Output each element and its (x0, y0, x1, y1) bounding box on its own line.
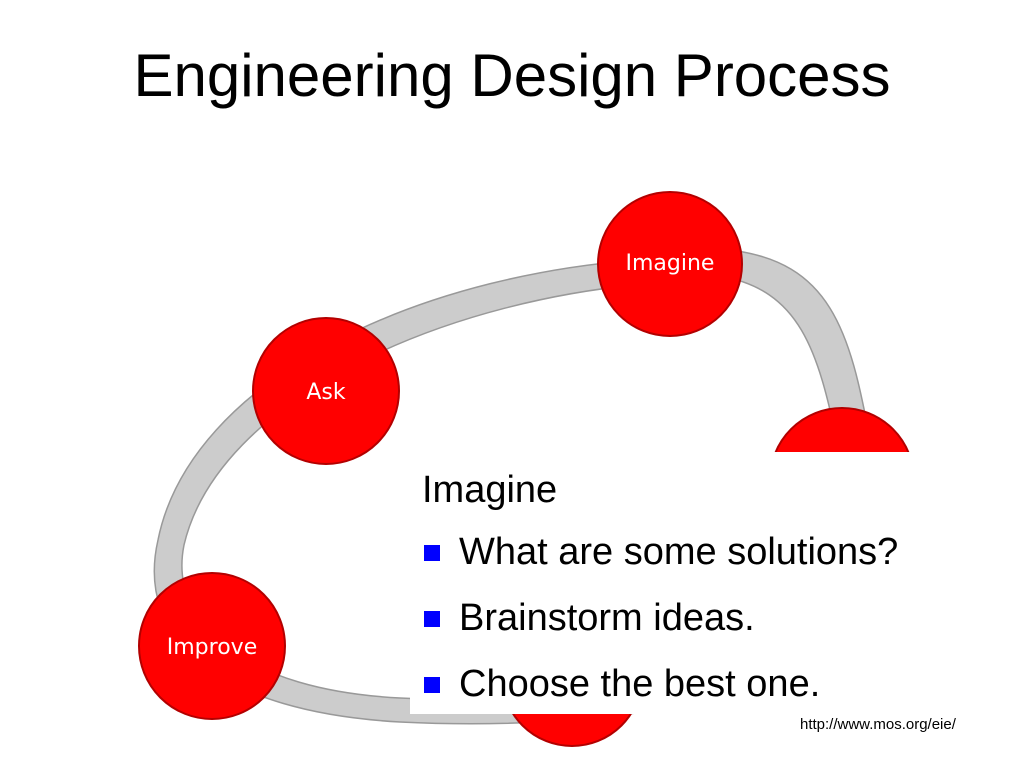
node-improve-label: Improve (167, 635, 257, 660)
node-imagine-circle (597, 191, 743, 337)
bullet-text: Brainstorm ideas. (459, 597, 755, 639)
panel-heading: Imagine (422, 469, 558, 511)
node-improve: Improve (138, 572, 286, 720)
bullet-list: What are some solutions? Brainstorm idea… (422, 530, 898, 728)
node-ask: Ask (252, 317, 400, 465)
square-bullet-icon (424, 677, 440, 693)
bullet-text: What are some solutions? (459, 531, 899, 573)
bullet-item: Brainstorm ideas. (422, 596, 898, 640)
node-improve-circle (138, 572, 286, 720)
node-ask-label: Ask (306, 380, 346, 405)
bullet-item: What are some solutions? (422, 530, 898, 574)
imagine-text-panel: Imagine What are some solutions? Brainst… (410, 452, 1010, 714)
node-ask-circle (252, 317, 400, 465)
bullet-item: Choose the best one. (422, 662, 898, 706)
square-bullet-icon (424, 611, 440, 627)
slide-title: Engineering Design Process (133, 42, 891, 109)
source-link[interactable]: http://www.mos.org/eie/ (800, 716, 956, 733)
node-imagine-label: Imagine (626, 251, 715, 276)
node-imagine: Imagine (597, 191, 743, 337)
square-bullet-icon (424, 545, 440, 561)
bullet-text: Choose the best one. (459, 663, 821, 705)
